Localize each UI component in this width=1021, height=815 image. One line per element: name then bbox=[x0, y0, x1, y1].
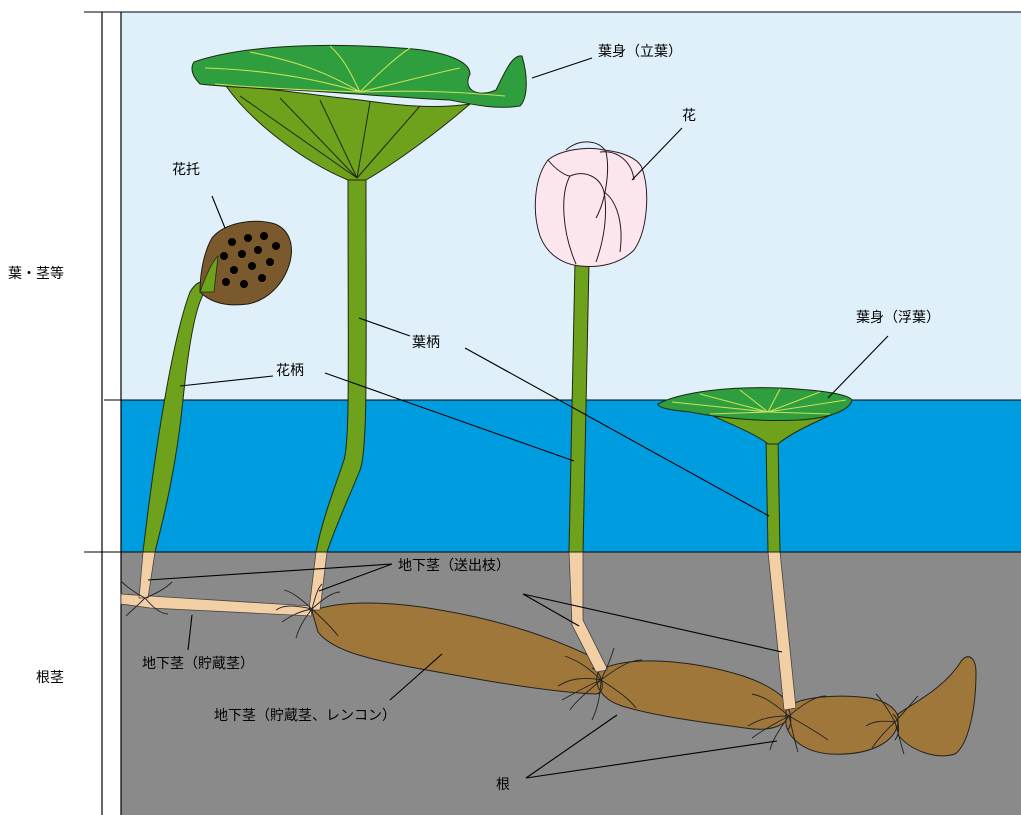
label-standing-leaf-blade: 葉身（立葉） bbox=[598, 44, 682, 60]
label-storage-stem-renkon: 地下茎（貯蔵茎、レンコン） bbox=[214, 708, 396, 724]
floating-leaf-petiole bbox=[766, 438, 780, 552]
label-peduncle: 花柄 bbox=[276, 363, 304, 379]
label-root: 根 bbox=[496, 777, 510, 793]
layer-bracket bbox=[102, 12, 121, 815]
label-stolon: 地下茎（送出枝） bbox=[398, 558, 510, 574]
label-floating-leaf-blade: 葉身（浮葉） bbox=[856, 310, 940, 326]
label-storage-stem: 地下茎（貯蔵茎） bbox=[142, 656, 254, 672]
label-petiole: 葉柄 bbox=[412, 335, 440, 351]
label-receptacle: 花托 bbox=[172, 162, 200, 178]
layer-label-rhizome: 根茎 bbox=[36, 670, 64, 686]
label-flower: 花 bbox=[682, 108, 696, 124]
layer-label-leaves-stems: 葉・茎等 bbox=[8, 265, 64, 282]
flower bbox=[535, 142, 646, 267]
